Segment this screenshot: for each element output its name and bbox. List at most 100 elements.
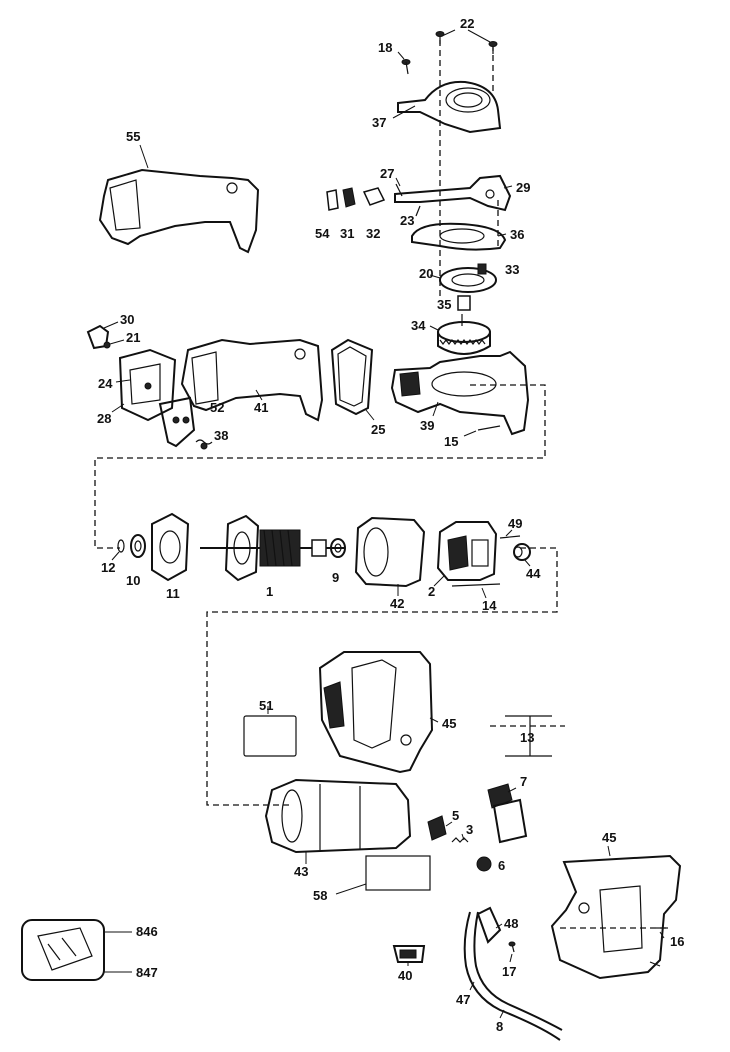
part-5-switch-cap xyxy=(427,815,453,841)
part-23-pin xyxy=(415,205,421,217)
part-30-clip xyxy=(86,321,119,350)
label-7: 7 xyxy=(520,774,527,789)
label-48: 48 xyxy=(504,916,518,931)
label-35: 35 xyxy=(437,297,451,312)
label-44: 44 xyxy=(526,566,541,581)
label-55: 55 xyxy=(126,129,140,144)
part-15-screw xyxy=(463,425,501,437)
label-16: 16 xyxy=(670,934,684,949)
label-45-lower: 45 xyxy=(602,830,616,845)
part-41-housing-half xyxy=(180,338,324,422)
part-48-strain-relief xyxy=(476,906,503,944)
part-29-lever-arm xyxy=(394,174,513,212)
dimension-13 xyxy=(505,715,552,757)
part-32-brush-holder xyxy=(362,187,386,206)
part-3-spring xyxy=(451,833,469,843)
label-31: 31 xyxy=(340,226,354,241)
part-54-brush-plate xyxy=(326,189,339,211)
label-18: 18 xyxy=(378,40,392,55)
label-846: 846 xyxy=(136,924,158,939)
label-10: 10 xyxy=(126,573,140,588)
label-21: 21 xyxy=(126,330,140,345)
label-17: 17 xyxy=(502,964,516,979)
part-1-armature xyxy=(200,514,345,582)
part-42-fan-housing xyxy=(354,516,426,596)
label-54: 54 xyxy=(315,226,330,241)
label-6: 6 xyxy=(498,858,505,873)
label-58: 58 xyxy=(313,888,327,903)
part-47-8-cord xyxy=(463,911,563,1041)
label-14: 14 xyxy=(482,598,497,613)
label-36: 36 xyxy=(510,227,524,242)
part-10-bearing xyxy=(130,534,146,558)
label-15: 15 xyxy=(444,434,458,449)
part-39-gear-case xyxy=(390,350,530,436)
part-2-field xyxy=(433,521,498,587)
label-22: 22 xyxy=(460,16,474,31)
part-17-screw xyxy=(508,941,516,963)
label-52: 52 xyxy=(210,400,224,415)
label-32: 32 xyxy=(366,226,380,241)
part-21-screw xyxy=(103,339,125,349)
label-47: 47 xyxy=(456,992,470,1007)
label-37: 37 xyxy=(372,115,386,130)
part-number-labels: 22 18 37 27 29 23 36 55 54 31 32 20 33 3… xyxy=(97,16,684,1034)
label-40: 40 xyxy=(398,968,412,983)
part-22-screws xyxy=(435,29,498,54)
part-11-baffle xyxy=(151,512,190,582)
part-20-bearing-ring xyxy=(429,267,497,293)
label-34: 34 xyxy=(411,318,426,333)
part-25-gasket xyxy=(330,338,375,421)
label-2: 2 xyxy=(428,584,435,599)
part-18-screw xyxy=(397,51,411,75)
part-28-end-cap xyxy=(111,348,177,422)
label-51: 51 xyxy=(259,698,273,713)
label-8: 8 xyxy=(496,1019,503,1034)
label-12: 12 xyxy=(101,560,115,575)
label-9: 9 xyxy=(332,570,339,585)
label-1: 1 xyxy=(266,584,273,599)
label-27: 27 xyxy=(380,166,394,181)
label-13: 13 xyxy=(520,730,534,745)
part-6-knob xyxy=(476,856,492,872)
label-847: 847 xyxy=(136,965,158,980)
part-37-cover-plate xyxy=(392,80,502,134)
label-49: 49 xyxy=(508,516,522,531)
part-34-gear xyxy=(429,314,491,355)
label-20: 20 xyxy=(419,266,433,281)
label-42: 42 xyxy=(390,596,404,611)
part-38-spring xyxy=(195,439,213,450)
part-35-bushing xyxy=(457,295,471,311)
part-31-brush xyxy=(342,187,356,208)
part-16-screws xyxy=(649,927,668,967)
part-58-label xyxy=(335,855,431,895)
part-45-handle-b xyxy=(550,845,682,980)
label-29: 29 xyxy=(516,180,530,195)
part-49-screw xyxy=(499,529,521,539)
part-44-bushing xyxy=(513,543,531,567)
part-12-washer xyxy=(111,539,125,561)
label-3: 3 xyxy=(466,822,473,837)
part-846-847-kit xyxy=(21,919,132,981)
part-40-clamp xyxy=(392,945,426,966)
label-43: 43 xyxy=(294,864,308,879)
label-23: 23 xyxy=(400,213,414,228)
label-28: 28 xyxy=(97,411,111,426)
part-45-housing-a xyxy=(318,651,439,774)
label-11: 11 xyxy=(166,586,180,601)
label-38: 38 xyxy=(214,428,228,443)
label-33: 33 xyxy=(505,262,519,277)
part-51-label xyxy=(243,706,297,757)
label-25: 25 xyxy=(371,422,385,437)
label-5: 5 xyxy=(452,808,459,823)
label-39: 39 xyxy=(420,418,434,433)
part-52-bracket xyxy=(158,396,196,448)
label-41: 41 xyxy=(254,400,268,415)
part-24-screw xyxy=(115,379,131,383)
part-55-handle-cover xyxy=(98,144,260,254)
part-9-bearing xyxy=(330,538,346,558)
part-43-motor-housing xyxy=(264,778,412,864)
part-36-gasket-plate xyxy=(411,222,507,251)
part-33-pin xyxy=(477,263,487,275)
